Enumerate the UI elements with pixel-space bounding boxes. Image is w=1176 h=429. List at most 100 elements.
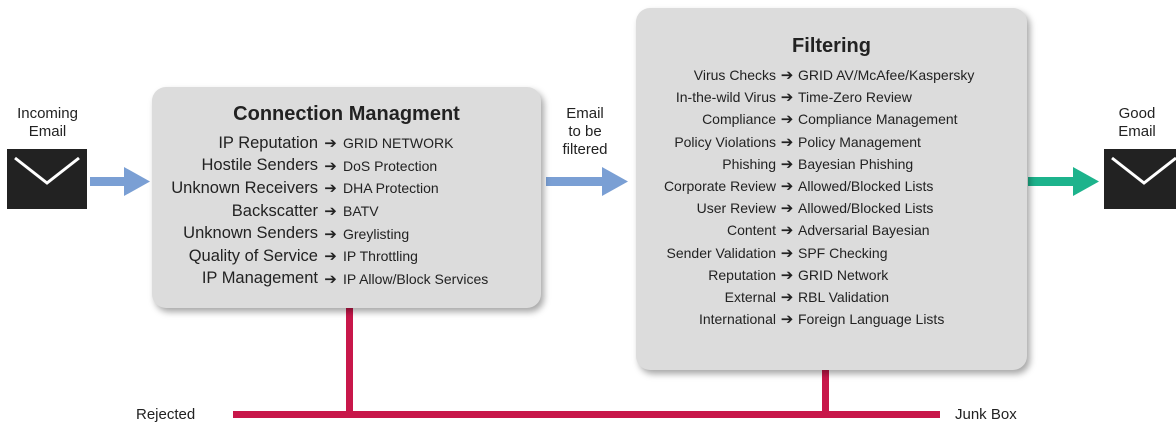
right-arrow-icon: ➔ [780, 155, 794, 173]
row-value: Policy Management [798, 133, 921, 150]
row-key: Content [726, 222, 776, 239]
good-email-label: Good Email [1098, 105, 1176, 141]
row-value: Greylisting [343, 225, 410, 242]
row-value: Bayesian Phishing [798, 155, 914, 172]
connection-management-title: Connection Managment [233, 103, 460, 125]
row-key: Policy Violations [674, 133, 776, 150]
row-value: IP Allow/Block Services [343, 270, 489, 287]
row-key: Quality of Service [188, 246, 318, 265]
mapping-row: Unknown Senders ➔ Greylisting [161, 222, 488, 245]
row-value: GRID NETWORK [343, 135, 454, 152]
right-arrow-icon: ➔ [780, 266, 794, 284]
row-key: Sender Validation [666, 244, 776, 261]
connection-management-box: Connection Managment IP Reputation ➔ GRID … [152, 87, 541, 308]
row-key: IP Reputation [218, 133, 318, 152]
right-arrow-icon: ➔ [324, 248, 337, 266]
row-key: IP Management [201, 269, 318, 288]
mapping-row: In-the-wild Virus➔Time-Zero Review [636, 86, 974, 108]
mapping-row: Corporate Review➔Allowed/Blocked Lists [636, 175, 974, 197]
row-value: Allowed/Blocked Lists [798, 200, 934, 217]
right-arrow-icon: ➔ [324, 203, 337, 221]
row-key: Hostile Senders [201, 156, 318, 175]
row-value: GRID Network [798, 266, 889, 283]
connection-rows: IP Reputation ➔ GRID NETWORK Hostile Sender… [161, 132, 488, 290]
mapping-row: Content➔Adversarial Bayesian [636, 219, 974, 241]
mapping-row: IP Reputation ➔ GRID NETWORK [161, 132, 488, 155]
row-key: External [724, 288, 776, 305]
row-value: Allowed/Blocked Lists [798, 178, 934, 195]
reject-bus-line [233, 411, 940, 418]
incoming-label-line1: Incoming [17, 105, 78, 122]
mapping-row: Backscatter ➔ BATV [161, 200, 488, 223]
connection-drop-line [346, 308, 353, 418]
row-value: SPF Checking [798, 244, 888, 261]
right-arrow-icon: ➔ [324, 225, 337, 243]
right-arrow-icon: ➔ [780, 67, 794, 85]
right-arrow-icon: ➔ [324, 180, 337, 198]
row-value: BATV [343, 203, 379, 220]
mapping-row: Phishing➔Bayesian Phishing [636, 153, 974, 175]
outgoing-label-line1: Good [1118, 105, 1156, 122]
envelope-icon [7, 149, 87, 209]
filtering-title: Filtering [792, 35, 871, 57]
row-key: Reputation [708, 266, 776, 283]
filtering-drop-line [822, 370, 829, 418]
middle-label-line3: filtered [562, 141, 608, 158]
mapping-row: Unknown Receivers ➔ DHA Protection [161, 177, 488, 200]
junk-box-label: Junk Box [955, 406, 1017, 423]
row-value: Adversarial Bayesian [798, 222, 930, 239]
right-arrow-icon: ➔ [324, 135, 337, 153]
right-arrow-icon: ➔ [324, 270, 337, 288]
mapping-row: User Review➔Allowed/Blocked Lists [636, 197, 974, 219]
right-arrow-icon: ➔ [324, 157, 337, 175]
row-key: Backscatter [231, 201, 318, 220]
mapping-row: Virus Checks➔GRID AV/McAfee/Kaspersky [636, 64, 975, 86]
middle-arrow [546, 167, 628, 196]
row-key: Compliance [702, 111, 776, 128]
incoming-label: Incoming Email [0, 105, 95, 141]
middle-label-line2: to be [568, 123, 602, 140]
right-arrow-icon: ➔ [780, 222, 794, 240]
right-arrow-icon: ➔ [780, 311, 794, 329]
right-arrow-icon: ➔ [780, 111, 794, 129]
incoming-arrow [90, 167, 150, 196]
mapping-row: IP Management ➔ IP Allow/Block Services [161, 268, 488, 291]
rejected-label: Rejected [136, 406, 196, 423]
mapping-row: Reputation➔GRID Network [636, 264, 974, 286]
mapping-row: Sender Validation➔SPF Checking [636, 242, 974, 264]
right-arrow-icon: ➔ [780, 133, 794, 151]
mapping-row: Compliance➔Compliance Management [636, 108, 974, 130]
envelope-icon [1104, 149, 1176, 209]
row-key: User Review [696, 200, 776, 217]
right-arrow-icon: ➔ [780, 288, 794, 306]
row-key: Corporate Review [663, 178, 776, 195]
row-value: RBL Validation [798, 288, 890, 305]
row-key: Unknown Receivers [171, 178, 318, 197]
mapping-row: External➔RBL Validation [636, 286, 974, 308]
outgoing-arrow [1028, 167, 1099, 196]
row-value: GRID AV/McAfee/Kaspersky [798, 67, 975, 84]
outgoing-label-line2: Email [1118, 123, 1156, 140]
row-key: Virus Checks [693, 67, 776, 84]
row-key: Unknown Senders [183, 224, 318, 243]
mapping-row: International➔Foreign Language Lists [636, 308, 974, 330]
row-key: International [698, 311, 776, 328]
right-arrow-icon: ➔ [780, 244, 794, 262]
middle-label-line1: Email [566, 105, 604, 122]
incoming-label-line2: Email [28, 123, 67, 140]
mapping-row: Quality of Service ➔ IP Throttling [161, 245, 488, 268]
mapping-row: Policy Violations➔Policy Management [636, 131, 974, 153]
mapping-row: Hostile Senders➔DoS Protection [161, 155, 488, 178]
reject-lines [233, 308, 940, 418]
row-value: DHA Protection [343, 180, 439, 197]
email-to-be-filtered-label: Email to be filtered [546, 105, 624, 159]
row-key: In-the-wild Virus [675, 89, 776, 106]
row-value: Compliance Management [798, 111, 958, 128]
row-value: Foreign Language Lists [798, 311, 945, 328]
row-value: IP Throttling [343, 248, 418, 265]
row-key: Phishing [722, 155, 776, 172]
filtering-box: Filtering Virus Checks➔GRID AV/McAfee/Ka… [636, 8, 1027, 370]
right-arrow-icon: ➔ [780, 178, 794, 196]
